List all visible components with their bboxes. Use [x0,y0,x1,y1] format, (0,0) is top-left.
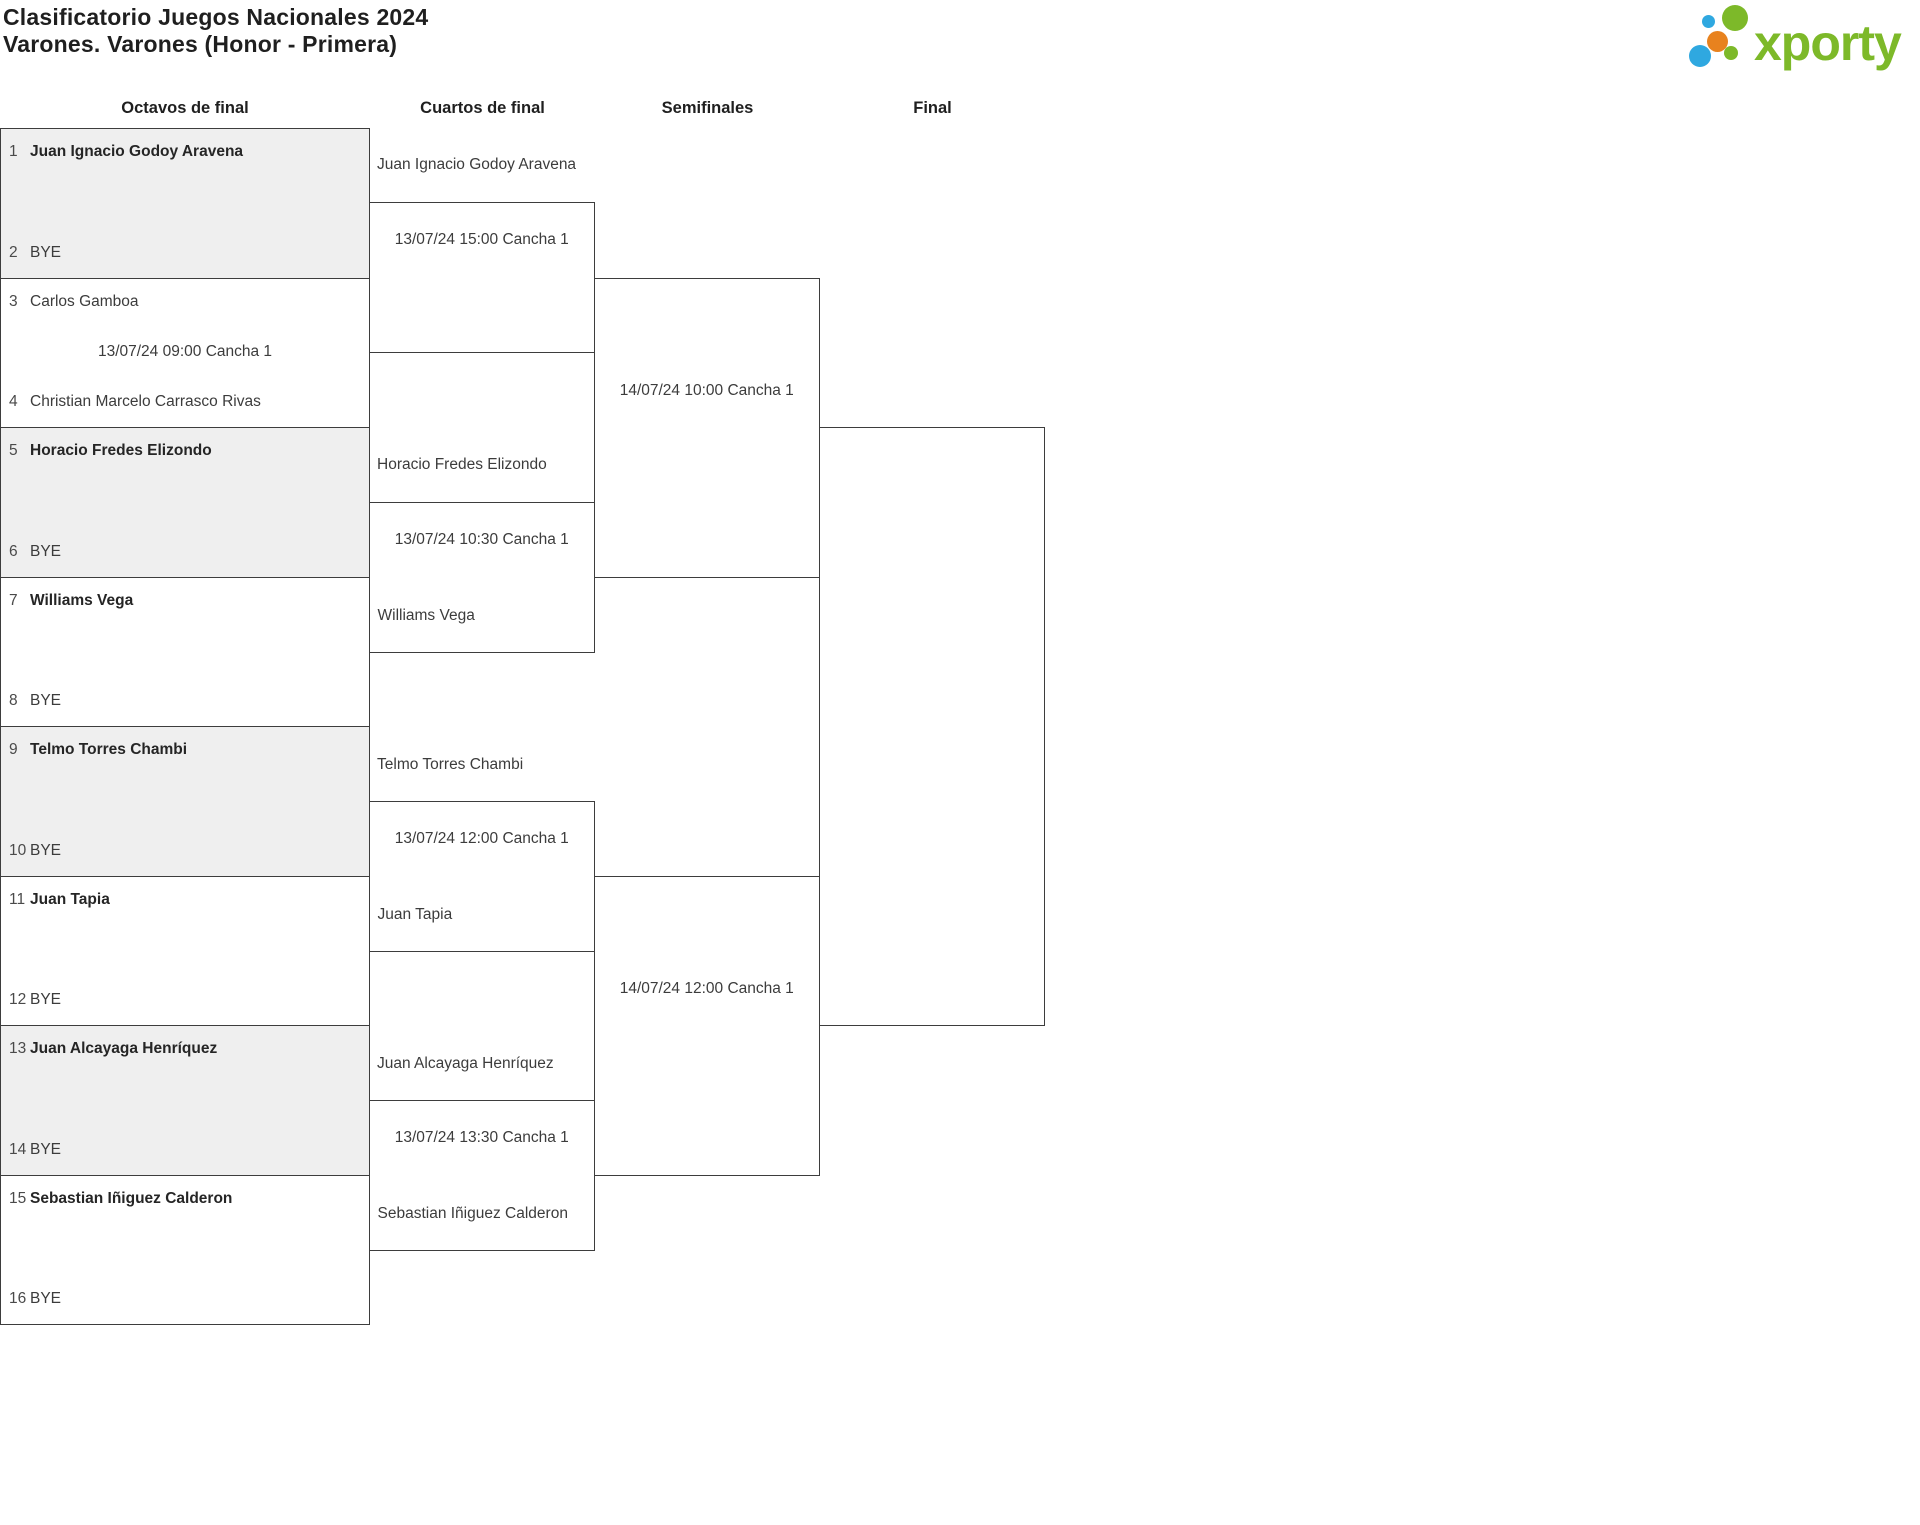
player-name: BYE [30,1290,62,1307]
match-schedule: 14/07/24 10:00 Cancha 1 [619,381,794,399]
player-name: Juan Ignacio Godoy Aravena [30,143,244,160]
seed-number: 4 [9,393,18,410]
advancing-player: Juan Tapia [377,906,453,923]
seed-number: 1 [9,143,18,160]
seed-number: 5 [9,442,18,459]
page-title: Clasificatorio Juegos Nacionales 2024 [3,4,429,30]
advancing-player: Juan Alcayaga Henríquez [377,1055,554,1072]
player-name: Horacio Fredes Elizondo [30,442,212,459]
seed-number: 16 [9,1290,27,1307]
seed-number: 13 [9,1040,27,1057]
seed-number: 15 [9,1189,27,1207]
match-schedule: 13/07/24 09:00 Cancha 1 [97,342,273,360]
seed-number: 8 [9,692,18,709]
octavos-match-4[interactable]: 7 Williams Vega 8 BYE [1,577,369,727]
seed-number: 3 [9,292,18,310]
octavos-match-8[interactable]: 15 Sebastian Iñiguez Calderon 16 BYE [1,1175,369,1324]
octavos-match-2[interactable]: 3 Carlos Gamboa 13/07/24 09:00 Cancha 1 … [1,278,369,428]
match-schedule: 13/07/24 10:30 Cancha 1 [394,530,569,548]
player-name: BYE [30,542,62,560]
advancing-player: Horacio Fredes Elizondo [377,456,547,473]
advancing-player: Telmo Torres Chambi [377,756,524,773]
player-name: BYE [30,692,62,709]
seed-number: 11 [9,890,26,908]
round-header-semifinales: Semifinales [661,99,754,117]
octavos-column: 1 Juan Ignacio Godoy Aravena 2 BYE 3 Car… [0,128,370,1325]
seed-number: 2 [9,243,18,261]
advancing-player: Juan Ignacio Godoy Aravena [377,156,577,173]
cuartos-match-1[interactable]: 13/07/24 15:00 Cancha 1 [368,202,595,353]
round-header-octavos: Octavos de final [121,99,249,117]
semifinal-match-2[interactable]: 14/07/24 12:00 Cancha 1 [593,876,820,1176]
cuartos-match-4[interactable]: 13/07/24 13:30 Cancha 1 Sebastian Iñigue… [368,1100,595,1251]
cuartos-match-2[interactable]: 13/07/24 10:30 Cancha 1 Williams Vega [368,501,595,653]
octavos-match-3[interactable]: 5 Horacio Fredes Elizondo 6 BYE [1,428,369,578]
seed-number: 14 [9,1140,27,1158]
player-name: BYE [30,991,62,1008]
octavos-match-5[interactable]: 9 Telmo Torres Chambi 10 BYE [1,727,369,877]
page-subtitle: Varones. Varones (Honor - Primera) [3,31,398,57]
match-schedule: 14/07/24 12:00 Cancha 1 [619,980,794,997]
match-schedule: 13/07/24 15:00 Cancha 1 [394,231,569,248]
logo-dot-green-small-icon [1724,46,1738,60]
match-schedule: 13/07/24 12:00 Cancha 1 [394,830,569,847]
seed-number: 6 [9,542,18,560]
logo-dot-green-large-icon [1722,5,1748,31]
player-name: Carlos Gamboa [30,292,139,310]
logo-dot-orange-icon [1707,31,1728,52]
logo-dot-blue-large-icon [1689,45,1711,67]
octavos-match-1[interactable]: 1 Juan Ignacio Godoy Aravena 2 BYE [1,129,369,279]
octavos-match-7[interactable]: 13 Juan Alcayaga Henríquez 14 BYE [1,1026,369,1176]
player-name: Williams Vega [30,591,134,609]
round-header-cuartos: Cuartos de final [420,99,545,117]
page-header: Clasificatorio Juegos Nacionales 2024 Va… [3,4,428,58]
player-name: BYE [30,1140,62,1158]
player-name: Juan Tapia [30,890,110,908]
match-schedule: 13/07/24 13:30 Cancha 1 [394,1129,569,1146]
cuartos-match-3[interactable]: 13/07/24 12:00 Cancha 1 Juan Tapia [368,801,595,952]
logo-wordmark: xporty [1754,15,1902,71]
player-name: Telmo Torres Chambi [30,741,188,758]
logo-dot-blue-small-icon [1702,15,1715,28]
player-name: BYE [30,841,62,859]
xporty-logo[interactable]: xporty [1688,4,1916,76]
seed-number: 9 [9,741,18,758]
seed-number: 10 [9,841,27,859]
player-name: BYE [30,243,62,261]
round-header-final: Final [913,99,952,117]
seed-number: 12 [9,991,27,1008]
player-name: Sebastian Iñiguez Calderon [30,1189,233,1207]
final-match[interactable] [818,427,1045,1026]
advancing-player: Williams Vega [377,606,475,624]
player-name: Juan Alcayaga Henríquez [30,1040,218,1057]
player-name: Christian Marcelo Carrasco Rivas [30,393,261,410]
advancing-player: Sebastian Iñiguez Calderon [377,1205,568,1222]
octavos-match-6[interactable]: 11 Juan Tapia 12 BYE [1,876,369,1026]
seed-number: 7 [9,591,18,609]
semifinal-match-1[interactable]: 14/07/24 10:00 Cancha 1 [593,277,820,578]
